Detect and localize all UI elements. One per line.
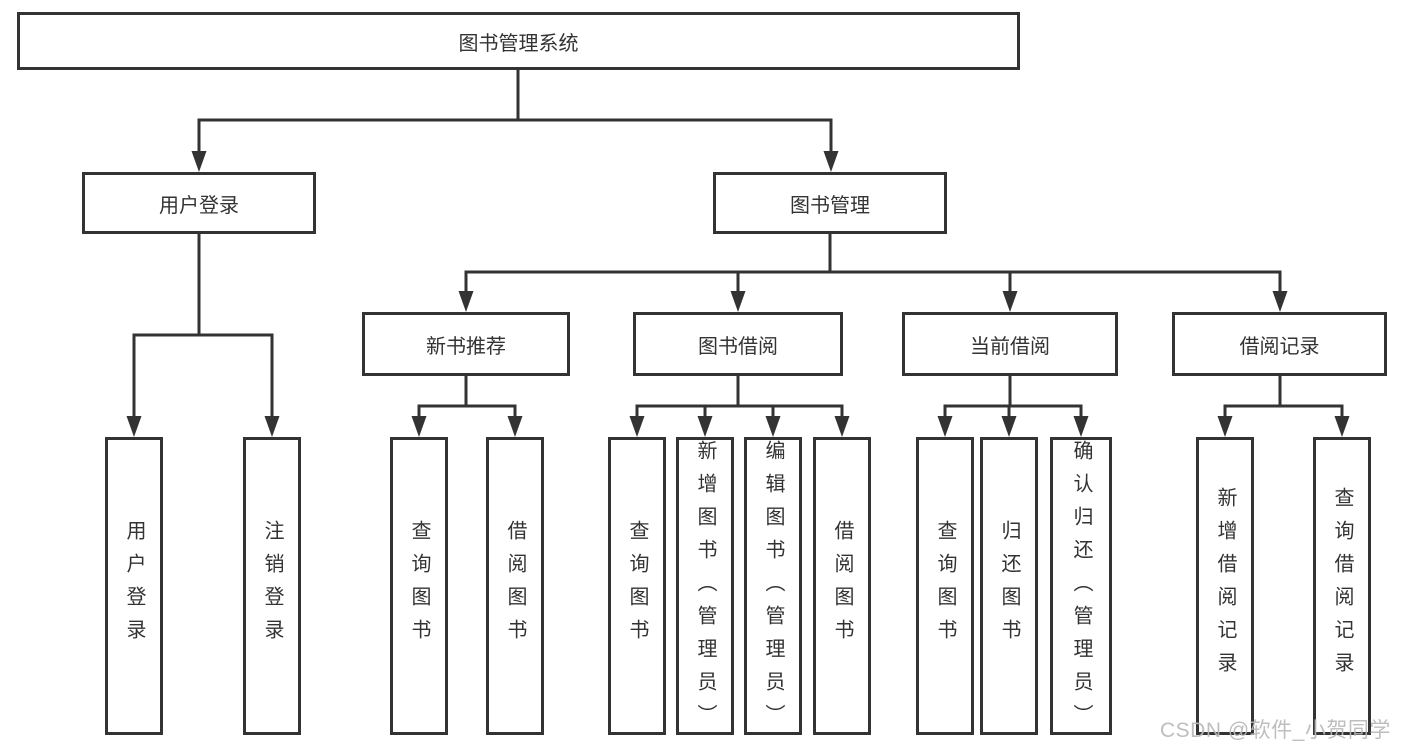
arrow-head-icon: [264, 416, 280, 437]
leaf-confirm-return-admin: 确认归还（管理员）: [1050, 437, 1112, 737]
leaf-user-login: 用户登录: [105, 437, 163, 735]
node-label: 用户登录: [123, 520, 145, 652]
leaf-query-book-current: 查询图书: [916, 437, 974, 735]
node-new-book-recommend: 新书推荐: [362, 312, 570, 376]
leaf-query-book-borrow: 查询图书: [608, 437, 666, 735]
node-user-login: 用户登录: [82, 172, 316, 234]
node-label: 图书借阅: [698, 335, 778, 358]
arrow-head-icon: [458, 291, 474, 312]
arrow-head-icon: [1334, 416, 1350, 437]
node-label: 新书推荐: [426, 335, 506, 358]
arrow-head-icon: [765, 416, 781, 437]
node-label: 图书管理: [790, 194, 870, 217]
node-book-borrow: 图书借阅: [633, 312, 843, 376]
node-label: 编辑图书（管理员）: [762, 440, 784, 737]
node-label: 新增图书（管理员）: [694, 440, 716, 737]
leaf-add-book-admin: 新增图书（管理员）: [676, 437, 734, 737]
node-label: 查询图书: [408, 520, 430, 652]
arrow-head-icon: [697, 416, 713, 437]
arrow-head-icon: [1217, 416, 1233, 437]
arrow-head-icon: [937, 416, 953, 437]
node-label: 借阅记录: [1239, 335, 1320, 358]
node-label: 归还图书: [998, 520, 1020, 652]
arrow-head-icon: [629, 416, 645, 437]
node-book-management: 图书管理: [713, 172, 947, 234]
csdn-watermark: CSDN @软件_小贺同学: [1160, 719, 1391, 742]
node-label: 用户登录: [159, 194, 239, 217]
leaf-logout: 注销登录: [243, 437, 301, 735]
node-current-borrow: 当前借阅: [902, 312, 1118, 376]
leaf-query-borrow-record: 查询借阅记录: [1313, 437, 1371, 735]
node-label: 查询借阅记录: [1331, 487, 1353, 685]
arrow-head-icon: [1073, 416, 1089, 437]
node-label: 注销登录: [261, 520, 283, 652]
node-borrow-records: 借阅记录: [1172, 312, 1387, 376]
leaf-add-borrow-record: 新增借阅记录: [1196, 437, 1254, 735]
arrow-head-icon: [823, 151, 839, 172]
node-label: 查询图书: [934, 520, 956, 652]
arrow-head-icon: [1272, 291, 1288, 312]
node-label: 新增借阅记录: [1214, 487, 1236, 685]
arrow-head-icon: [507, 416, 523, 437]
arrow-head-icon: [411, 416, 427, 437]
leaf-return-book: 归还图书: [980, 437, 1038, 735]
arrow-head-icon: [834, 416, 850, 437]
node-root: 图书管理系统: [17, 12, 1020, 70]
node-label: 借阅图书: [831, 520, 853, 652]
node-label: 查询图书: [626, 520, 648, 652]
leaf-query-book-recommend: 查询图书: [390, 437, 448, 735]
node-label: 当前借阅: [970, 335, 1050, 358]
leaf-borrow-book-recommend: 借阅图书: [486, 437, 544, 735]
arrow-head-icon: [1001, 416, 1017, 437]
leaf-borrow-book: 借阅图书: [813, 437, 871, 735]
arrow-head-icon: [126, 416, 142, 437]
arrow-head-icon: [191, 151, 207, 172]
arrow-head-icon: [1002, 291, 1018, 312]
node-label: 借阅图书: [504, 520, 526, 652]
leaf-edit-book-admin: 编辑图书（管理员）: [744, 437, 802, 737]
node-label: 图书管理系统: [458, 32, 579, 55]
node-label: 确认归还（管理员）: [1070, 440, 1092, 737]
arrow-head-icon: [730, 291, 746, 312]
